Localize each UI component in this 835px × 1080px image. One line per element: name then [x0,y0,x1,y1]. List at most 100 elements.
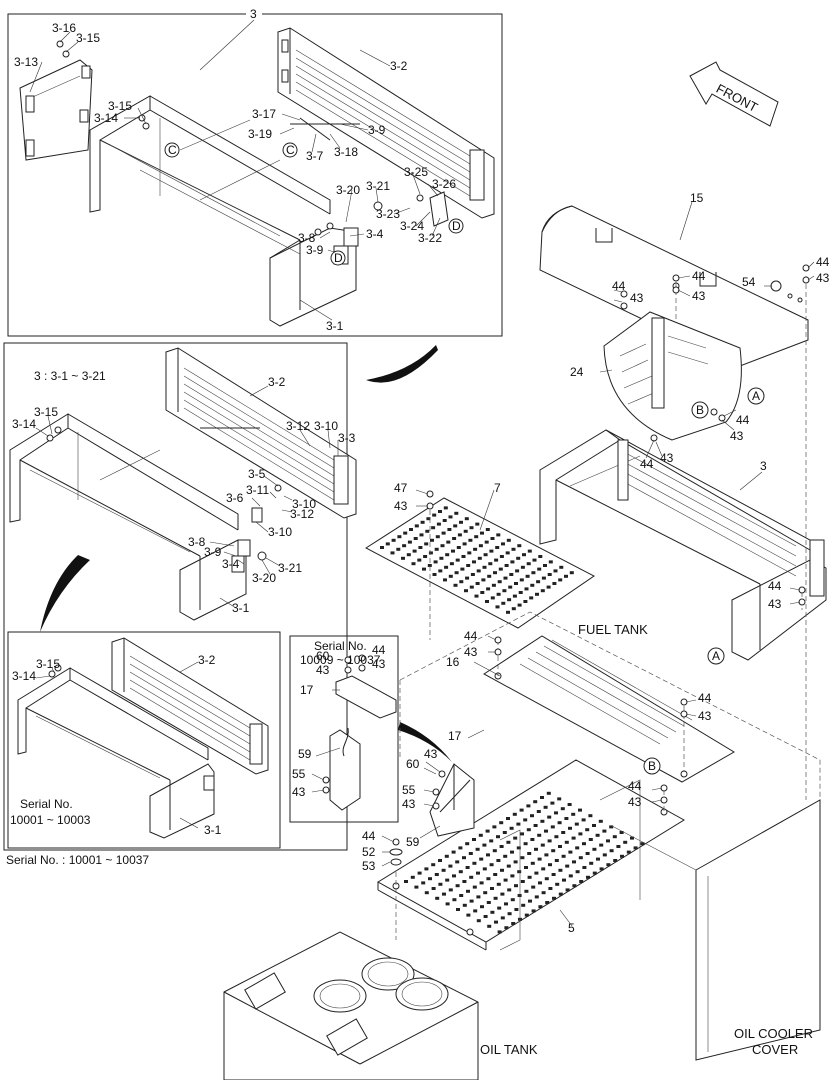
svg-text:44: 44 [768,579,782,593]
perforation-hole [390,551,395,555]
svg-text:47: 47 [394,481,408,495]
perforation-hole [568,826,572,830]
perforation-hole [571,812,576,816]
svg-text:3-12: 3-12 [286,419,310,433]
perforation-hole [551,849,556,853]
frame-small-assembly [7,631,281,849]
serial-detail-drawing [322,654,397,811]
perforation-hole [476,895,481,899]
perforation-hole [582,842,586,846]
perforation-hole [475,582,480,585]
perforation-hole [513,860,518,864]
perforation-hole [430,538,434,542]
perforation-hole [438,569,443,573]
perforation-hole [404,880,408,883]
perforation-hole [531,909,536,913]
perforation-hole [506,538,511,542]
perforation-hole [514,582,518,585]
perforation-hole [466,564,471,567]
perforation-hole [540,819,545,823]
perforation-hole [561,831,566,834]
middle-assembly-drawing [9,347,357,621]
perforation-hole [401,556,405,560]
perforation-hole [425,529,430,533]
perforation-hole [533,800,538,804]
perforation-hole [528,899,532,903]
perforation-hole [480,905,484,909]
perforation-hole [480,591,485,594]
perforation-hole [493,571,497,575]
perforation-hole [524,587,529,591]
svg-text:15: 15 [690,191,704,205]
perforation-hole [506,840,511,844]
svg-text:44: 44 [464,629,478,643]
perforation-hole [445,902,450,906]
perforation-hole [602,829,607,833]
svg-text:44: 44 [612,279,626,293]
perforation-hole [427,564,432,567]
perforation-hole [459,520,463,524]
perforation-hole [506,610,510,614]
perforation-hole [451,850,456,854]
perforation-hole [441,531,446,535]
perforation-hole [462,903,467,907]
plate-7 [365,497,595,629]
svg-text:3-15: 3-15 [76,31,100,45]
perforation-hole [532,558,537,562]
svg-text:3-9: 3-9 [204,545,222,559]
svg-text:3-13: 3-13 [14,55,38,69]
perforation-hole [575,870,580,874]
perforation-hole [465,576,470,580]
perforation-hole [459,580,464,584]
perforation-hole [417,558,422,562]
perforation-hole [524,913,529,917]
perforation-hole [501,542,505,546]
perforation-hole [498,567,503,571]
perforation-hole [391,538,396,542]
perforation-hole [452,898,457,902]
perforation-hole [545,901,550,904]
perforation-hole [540,589,545,593]
perforation-hole [530,861,535,865]
perforation-hole [516,822,521,826]
perforation-hole [496,859,501,862]
svg-text:3-4: 3-4 [366,227,384,241]
perforation-hole [496,835,500,839]
svg-text:43: 43 [628,795,642,809]
svg-text:44: 44 [640,457,654,471]
perforation-hole [462,880,467,883]
perforation-hole [459,894,464,897]
perforation-hole [517,870,522,874]
perforation-hole [403,531,408,535]
perforation-hole [516,556,521,560]
perforation-hole [440,544,445,548]
curved-arrow-1 [366,345,438,383]
perforation-hole [478,544,483,548]
perforation-hole [523,818,528,822]
svg-text:59: 59 [298,747,312,761]
svg-text:3-25: 3-25 [404,165,428,179]
perforation-hole [482,565,487,569]
svg-text:3-1: 3-1 [204,823,222,837]
serial-labels: Serial No. 10009 ~ 10037 60 44 43 43 17 … [292,639,386,799]
perforation-hole [529,596,534,600]
perforation-hole [552,582,557,585]
perforation-hole [619,831,624,834]
perforation-hole [568,850,573,854]
perforation-hole [432,573,437,576]
svg-text:54: 54 [742,275,756,289]
serial-a-range: 10009 ~ 10037 [300,653,381,667]
svg-text:3-23: 3-23 [376,207,400,221]
perforation-hole [521,903,526,907]
perforation-hole [520,565,525,569]
svg-text:7: 7 [494,481,501,495]
frame-top-assembly [7,13,503,337]
perforation-hole [447,528,452,531]
perforation-hole [469,899,474,903]
curved-arrow-2 [40,555,90,632]
perforation-hole [510,898,515,902]
perforation-hole [517,603,522,607]
perforation-hole [538,555,543,558]
perforation-hole [490,537,495,540]
svg-text:3-10: 3-10 [268,525,292,539]
